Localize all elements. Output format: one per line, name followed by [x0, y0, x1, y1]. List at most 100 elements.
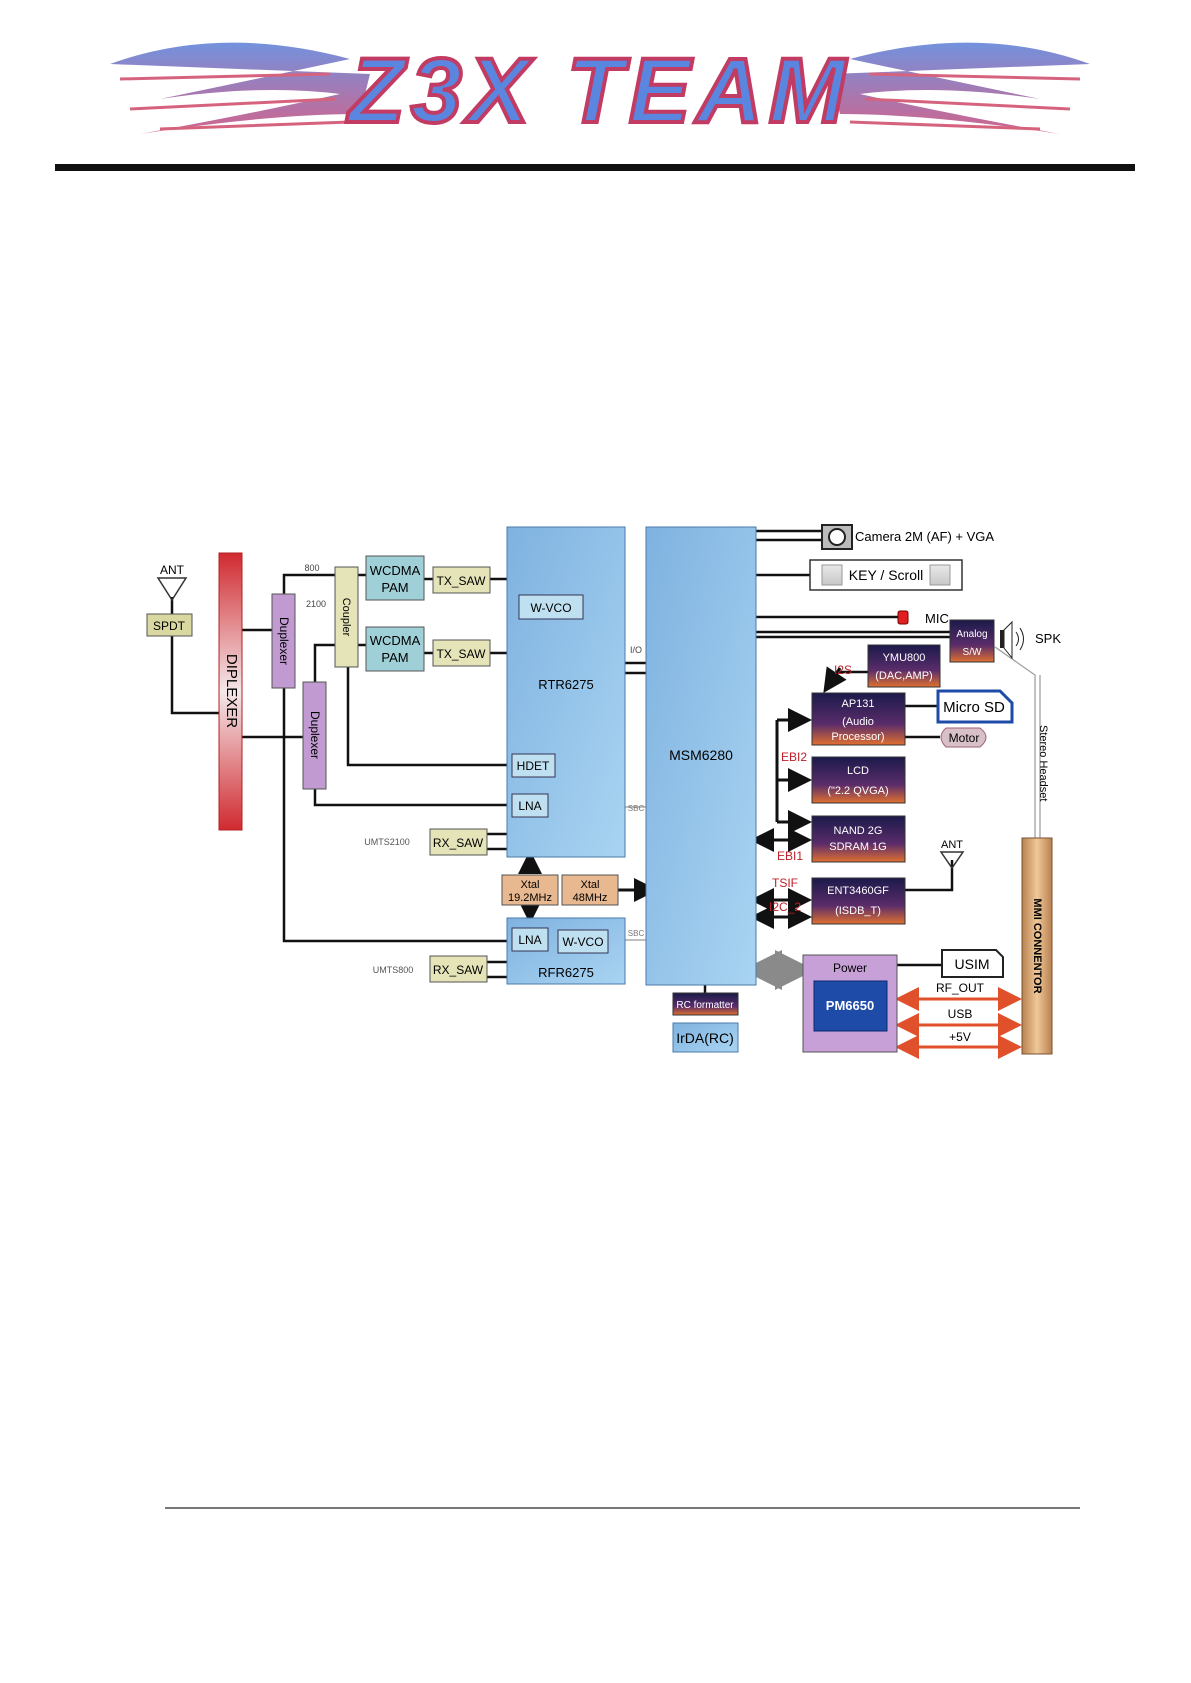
svg-text:19.2MHz: 19.2MHz — [508, 892, 552, 904]
svg-text:PAM: PAM — [381, 580, 408, 595]
key-scroll-block: KEY / Scroll — [809, 559, 963, 591]
analog-switch-block: Analog S/W — [949, 619, 995, 663]
usb-label: USB — [948, 1007, 973, 1021]
svg-text:RTR6275: RTR6275 — [538, 677, 593, 692]
wcdma-pam-1: WCDMA PAM — [365, 555, 425, 601]
svg-text:ANT: ANT — [160, 563, 185, 577]
footer-rule — [165, 1507, 1080, 1509]
svg-text:KEY / Scroll: KEY / Scroll — [849, 567, 923, 583]
ebi1-label: EBI1 — [777, 849, 803, 863]
svg-text:I/O: I/O — [630, 645, 642, 655]
svg-text:UMTS800: UMTS800 — [373, 965, 414, 975]
speaker-icon — [1000, 620, 1024, 660]
svg-text:DIPLEXER: DIPLEXER — [223, 654, 240, 728]
svg-text:MMI CONNENTOR: MMI CONNENTOR — [1031, 898, 1043, 993]
wcdma-pam-2: WCDMA PAM — [365, 626, 425, 672]
antenna-left: ANT — [156, 563, 188, 602]
header-rule — [55, 164, 1135, 171]
svg-text:Camera 2M (AF) + VGA: Camera 2M (AF) + VGA — [855, 529, 994, 544]
svg-text:Duplexer: Duplexer — [277, 617, 291, 665]
ent3460gf-block: ENT3460GF (ISDB_T) — [811, 877, 906, 925]
svg-text:LNA: LNA — [518, 933, 541, 947]
svg-text:(DAC,AMP): (DAC,AMP) — [875, 670, 932, 682]
i2c2-label: I2C_2 — [769, 900, 801, 914]
svg-text:Duplexer: Duplexer — [308, 711, 322, 759]
svg-text:S/W: S/W — [963, 647, 982, 658]
svg-text:W-VCO: W-VCO — [562, 935, 603, 949]
mic-block: MIC — [897, 610, 949, 626]
svg-text:ANT: ANT — [941, 839, 963, 851]
lna-block-1: LNA — [511, 793, 549, 818]
svg-text:UMTS2100: UMTS2100 — [364, 837, 410, 847]
xtal-48mhz: Xtal 48MHz — [561, 874, 619, 906]
rc-formatter-block: RC formatter — [672, 992, 739, 1016]
svg-text:Xtal: Xtal — [581, 879, 600, 891]
rx-saw-1: RX_SAW UMTS2100 — [364, 828, 488, 856]
svg-text:USIM: USIM — [955, 956, 990, 972]
plus5v-label: +5V — [949, 1030, 971, 1044]
stereo-headset-label: Stereo Headset — [1037, 725, 1049, 801]
svg-text:("2.2 QVGA): ("2.2 QVGA) — [827, 785, 888, 797]
svg-text:Z3X TEAM: Z3X TEAM — [346, 40, 852, 142]
svg-text:WCDMA: WCDMA — [370, 633, 421, 648]
svg-text:Micro SD: Micro SD — [943, 699, 1005, 716]
duplexer-1: Duplexer — [271, 593, 296, 689]
usim-block: USIM — [941, 949, 1004, 978]
svg-text:ENT3460GF: ENT3460GF — [827, 885, 889, 897]
mmi-connector-block: MMI CONNENTOR — [1021, 837, 1053, 1055]
svg-text:NAND 2G: NAND 2G — [834, 825, 883, 837]
left-wing — [110, 42, 370, 134]
svg-text:RX_SAW: RX_SAW — [433, 836, 484, 850]
svg-text:TX_SAW: TX_SAW — [437, 647, 487, 661]
svg-text:SDRAM 1G: SDRAM 1G — [829, 841, 886, 853]
hdet-block: HDET — [511, 753, 556, 778]
svg-text:RC formatter: RC formatter — [676, 1000, 734, 1011]
power-block: Power PM6650 — [802, 954, 898, 1053]
svg-text:(Audio: (Audio — [842, 716, 874, 728]
tsif-label: TSIF — [772, 876, 798, 890]
spdt-block: SPDT — [146, 613, 193, 637]
right-wing — [830, 42, 1090, 134]
ymu800-block: YMU800 (DAC,AMP) — [867, 644, 941, 688]
svg-text:SPDT: SPDT — [153, 619, 186, 633]
mic-icon — [897, 610, 909, 625]
svg-text:TX_SAW: TX_SAW — [437, 574, 487, 588]
speaker-block: SPK — [1000, 620, 1061, 660]
rx-saw-2: RX_SAW UMTS800 — [373, 955, 488, 983]
svg-text:SBC: SBC — [628, 804, 645, 813]
i2s-label: I2S — [834, 663, 852, 677]
svg-text:PM6650: PM6650 — [826, 998, 874, 1013]
svg-text:Motor: Motor — [949, 731, 980, 745]
diplexer-block: DIPLEXER — [218, 552, 243, 831]
tx-saw-1: TX_SAW — [432, 566, 491, 594]
svg-text:RFR6275: RFR6275 — [538, 965, 594, 980]
svg-text:SPK: SPK — [1035, 631, 1061, 646]
svg-text:Xtal: Xtal — [521, 879, 540, 891]
lna-block-2: LNA — [511, 927, 549, 952]
irda-block: IrDA(RC) — [672, 1022, 739, 1053]
antenna-right: ANT — [939, 839, 965, 870]
svg-text:LNA: LNA — [518, 799, 541, 813]
tx-saw-2: TX_SAW — [432, 639, 491, 667]
svg-text:PAM: PAM — [381, 650, 408, 665]
svg-text:W-VCO: W-VCO — [530, 601, 571, 615]
svg-text:Power: Power — [833, 961, 867, 975]
svg-text:SBC: SBC — [628, 929, 645, 938]
w-vco-block-2: W-VCO — [557, 929, 609, 954]
svg-text:48MHz: 48MHz — [573, 892, 608, 904]
svg-text:AP131: AP131 — [841, 698, 874, 710]
xtal-19-2mhz: Xtal 19.2MHz — [501, 874, 559, 906]
micro-sd-block: Micro SD — [936, 689, 1014, 724]
svg-text:Analog: Analog — [956, 629, 987, 640]
svg-text:MSM6280: MSM6280 — [669, 747, 733, 763]
svg-text:IrDA(RC): IrDA(RC) — [676, 1030, 734, 1046]
rf-wires — [170, 529, 954, 993]
svg-text:MIC: MIC — [925, 611, 949, 626]
z3x-team-logo: Z3X TEAM — [110, 38, 1090, 144]
camera-block: Camera 2M (AF) + VGA — [821, 524, 994, 550]
svg-text:Coupler: Coupler — [340, 598, 352, 637]
nand-sdram-block: NAND 2G SDRAM 1G — [811, 815, 906, 863]
svg-text:HDET: HDET — [517, 759, 550, 773]
svg-text:2100: 2100 — [306, 599, 326, 609]
